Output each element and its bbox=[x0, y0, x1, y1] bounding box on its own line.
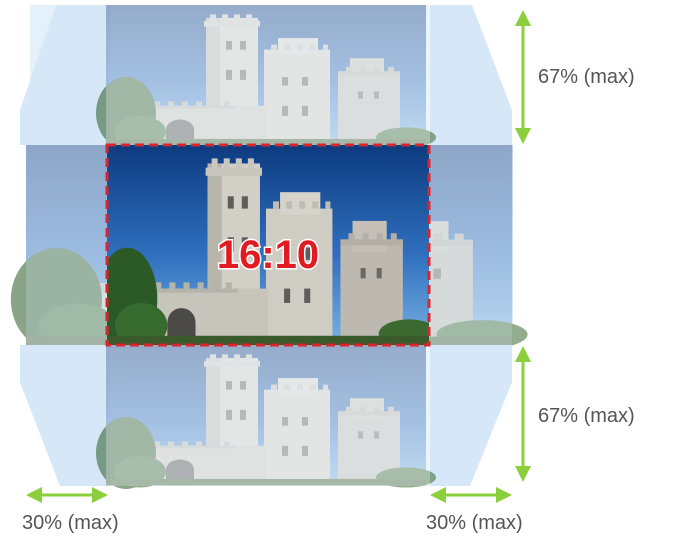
dashed-frame bbox=[105, 143, 431, 347]
top-extension-panel bbox=[20, 5, 512, 149]
right-extension-label: 30% (max) bbox=[426, 512, 523, 534]
bottom-extension-label: 67% (max) bbox=[538, 405, 635, 427]
vertical-arrow-top bbox=[515, 10, 531, 144]
left-extension-label: 30% (max) bbox=[22, 512, 119, 534]
horizontal-arrow-right bbox=[430, 487, 512, 503]
horizontal-arrow-left bbox=[26, 487, 108, 503]
top-extension-label: 67% (max) bbox=[538, 66, 635, 88]
vertical-arrow-bottom bbox=[515, 346, 531, 482]
aspect-ratio-label: 16:10 bbox=[217, 233, 319, 277]
bottom-extension-panel bbox=[20, 345, 512, 489]
